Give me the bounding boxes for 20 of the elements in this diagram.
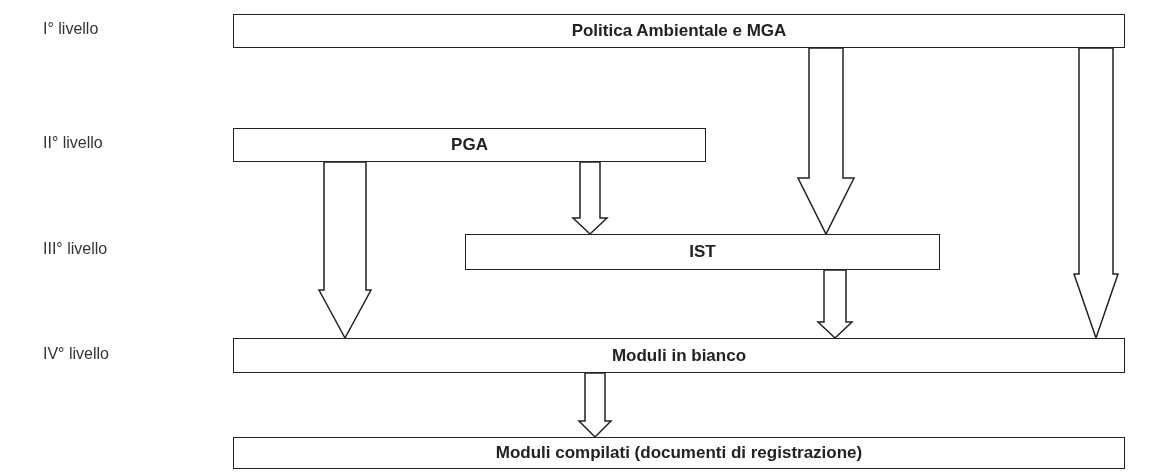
- block-arrow: [1072, 47, 1120, 341]
- block-arrow: [571, 161, 609, 236]
- block-arrow: [577, 372, 613, 439]
- level-box: [233, 338, 1125, 373]
- level-box: [465, 234, 940, 270]
- block-arrow: [796, 47, 856, 236]
- block-arrow: [317, 161, 373, 340]
- level-label: IV° livello: [43, 345, 109, 363]
- level-label: III° livello: [43, 240, 108, 258]
- box-label: IST: [689, 242, 716, 262]
- box-label: Politica Ambientale e MGA: [571, 21, 787, 41]
- level-label: II° livello: [43, 134, 103, 152]
- box-label: Moduli in bianco: [611, 345, 747, 366]
- block-arrow: [816, 269, 854, 340]
- level-box: [233, 14, 1125, 48]
- box-label: Moduli compilati (documenti di registrazione): [495, 443, 863, 463]
- box-label: PGA: [451, 135, 488, 155]
- level-box: [233, 437, 1125, 469]
- level-box: [233, 128, 706, 162]
- level-label: I° livello: [43, 20, 99, 38]
